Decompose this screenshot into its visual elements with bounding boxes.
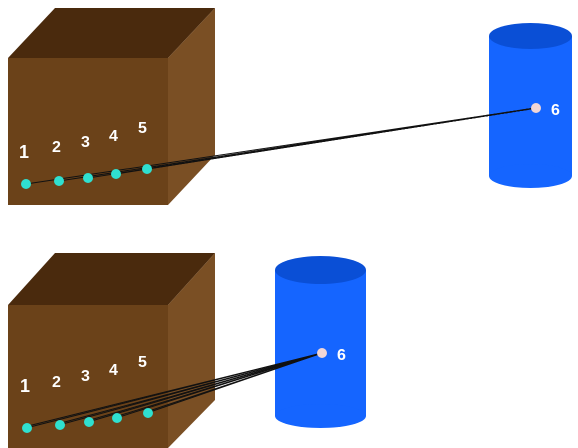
point-label-1: 1 — [20, 376, 30, 396]
cylinder-far — [489, 23, 572, 188]
connection-line-dashed — [149, 107, 537, 169]
cylinder-top — [275, 256, 366, 284]
source-point-1 — [21, 179, 31, 189]
point-label-1: 1 — [19, 142, 29, 162]
target-point — [531, 103, 541, 113]
connection-lines-near — [25, 352, 323, 429]
box-side-face — [168, 8, 215, 205]
source-point-5 — [143, 408, 153, 418]
cylinder-near — [275, 256, 366, 428]
point-label-5: 5 — [138, 354, 147, 371]
point-label-2: 2 — [52, 139, 61, 156]
box-top-face — [8, 253, 215, 305]
source-points-far — [21, 164, 152, 189]
point-label-4: 4 — [109, 362, 118, 379]
cylinder-body — [275, 270, 366, 416]
point-label-3: 3 — [81, 134, 90, 151]
scene-far: 1 2 3 4 5 6 — [8, 8, 572, 205]
point-label-2: 2 — [52, 374, 61, 391]
source-point-1 — [22, 423, 32, 433]
cylinder-top — [489, 23, 572, 49]
box-side-face — [168, 253, 215, 448]
connection-line — [117, 352, 323, 417]
source-point-5 — [142, 164, 152, 174]
cylinder-bottom — [275, 404, 366, 428]
point-label-5: 5 — [138, 120, 147, 137]
source-point-4 — [111, 169, 121, 179]
source-points-near — [22, 408, 153, 433]
scene-near: 1 2 3 4 5 6 — [8, 253, 366, 448]
source-point-2 — [55, 420, 65, 430]
connection-line — [60, 352, 323, 424]
source-point-2 — [54, 176, 64, 186]
point-label-4: 4 — [109, 128, 118, 145]
source-point-3 — [83, 173, 93, 183]
source-point-4 — [112, 413, 122, 423]
cylinder-body — [489, 36, 572, 176]
box-bottom-scene — [8, 253, 215, 448]
target-label: 6 — [551, 102, 560, 119]
connection-lines-far — [25, 107, 537, 185]
point-label-3: 3 — [81, 368, 90, 385]
source-point-3 — [84, 417, 94, 427]
target-point — [317, 348, 327, 358]
connection-line — [27, 352, 323, 427]
connection-line — [148, 352, 323, 412]
cylinder-bottom — [489, 164, 572, 188]
box-top-face — [8, 8, 215, 58]
target-label: 6 — [337, 347, 346, 364]
connection-line — [89, 352, 323, 421]
